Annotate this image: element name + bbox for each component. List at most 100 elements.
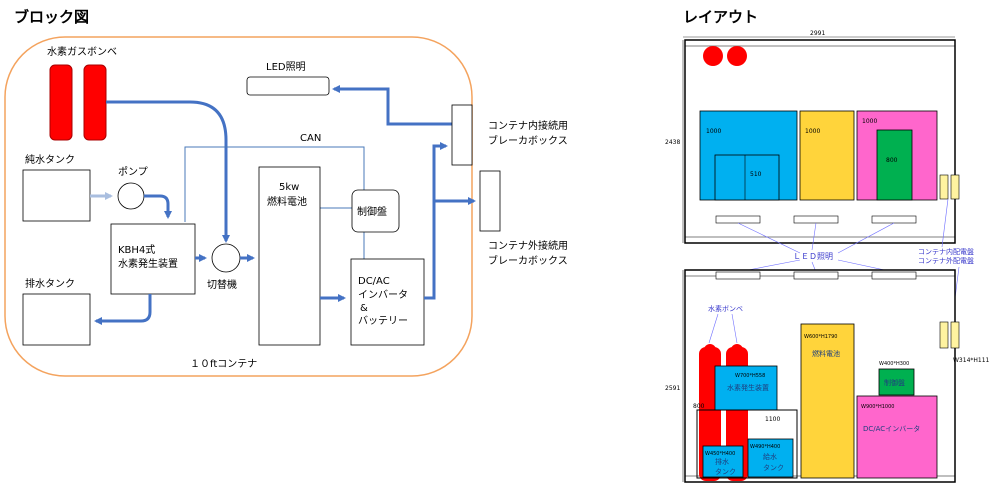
hydrogen-supply-arrow	[106, 100, 230, 243]
outer-breaker-box	[479, 170, 501, 232]
led-arrow	[332, 85, 452, 126]
pure-water-tank-label: 純水タンク	[25, 153, 75, 166]
led-side-2	[793, 271, 839, 280]
breaker-side-2	[950, 321, 960, 349]
water-tank-side-label-2: タンク	[763, 463, 784, 472]
dcac-box	[350, 258, 425, 346]
breaker-dims: W314*H111	[953, 357, 990, 364]
container-label: １０ftコンテナ	[190, 358, 257, 370]
breaker-side-1	[939, 321, 949, 349]
inverter-side-block	[856, 395, 938, 479]
controller-box	[351, 189, 400, 233]
generator-side-block	[714, 365, 778, 411]
dcac-label-3: &	[360, 303, 368, 314]
pure-water-tank-box	[22, 169, 91, 222]
led-callout-label: ＬＥＤ照明	[793, 252, 833, 261]
generator-label-2: 水素発生装置	[118, 257, 178, 270]
drain-tank-dims: W450*H400	[705, 451, 735, 457]
cylinder-callout-lines	[708, 313, 738, 344]
hydrogen-cylinder-label: 水素ガスボンベ	[47, 45, 117, 58]
controller-label: 制御盤	[357, 205, 387, 218]
led-box	[246, 76, 330, 96]
fuelcell-side-label: 燃料電池	[812, 349, 840, 358]
drain-tank-label: 排水タンク	[25, 277, 75, 290]
bottom-height-label: 2591	[665, 385, 680, 392]
inner-breaker-label-2: ブレーカボックス	[488, 134, 568, 147]
controller-side-dims: W400*H300	[879, 361, 909, 367]
cylinder-height-dim: 800	[693, 403, 705, 410]
led-side-1	[715, 271, 761, 280]
drain-tank-box	[22, 293, 91, 346]
dcac-label-4: バッテリー	[358, 315, 408, 327]
controller-side-block	[878, 368, 915, 396]
pump-to-generator-arrow	[144, 194, 172, 219]
drain-tank-side-label-1: 排水	[715, 457, 729, 466]
generator-label-1: KBH4式	[118, 243, 155, 256]
breaker-callout-1: コンテナ内配電盤	[918, 247, 974, 256]
fuelcell-side-block	[800, 323, 855, 479]
generator-top-dim: 1000	[706, 128, 721, 135]
drain-tank-side-label-2: タンク	[715, 467, 736, 476]
generator-inner-block	[714, 154, 780, 201]
breaker-top-1	[939, 174, 949, 200]
water-tank-dims: W490*H400	[750, 444, 780, 450]
led-side-3	[871, 271, 917, 280]
controller-side-label: 制御盤	[884, 378, 905, 387]
drain-tank-side-block	[702, 445, 744, 478]
hydrogen-cylinder-1	[49, 64, 73, 141]
cylinder-side-label: 水素ボンベ	[708, 304, 743, 313]
hydrogen-generator-box	[110, 223, 196, 295]
fuelcell-top-block	[799, 110, 855, 201]
generator-side-dims: W700*H558	[735, 373, 765, 379]
breaker-callout-2: コンテナ外配電盤	[918, 256, 974, 265]
generator-inner-dim: 510	[750, 171, 762, 178]
controller-top-block	[876, 129, 913, 201]
outer-breaker-label-2: ブレーカボックス	[488, 254, 568, 267]
cylinder-top-2	[727, 46, 747, 66]
top-height-label: 2438	[665, 139, 680, 146]
fuelcell-top-dim: 1000	[805, 128, 820, 135]
block-diagram: １０ftコンテナ 水素ガスボンベ LED照明 コンテナ内接続用 ブレーカボックス…	[4, 36, 568, 377]
fuelcell-side-dims: W600*H1790	[804, 334, 837, 340]
fuel-cell-label-1: 5kw	[279, 182, 299, 193]
inverter-side-label: DC/ACインバータ	[863, 424, 920, 433]
water-tank-side-label-1: 給水	[763, 452, 777, 461]
cylinder-side-1-cap	[704, 344, 716, 356]
led-top-3	[871, 215, 917, 224]
can-bus-line	[184, 146, 365, 222]
dcac-to-inner-breaker-arrow	[424, 142, 448, 300]
fuel-cell-label-2: 燃料電池	[267, 195, 307, 208]
pump-circle	[117, 182, 145, 210]
controller-top-dim: 800	[886, 157, 898, 164]
water-tank-side-block	[747, 438, 794, 478]
inverter-top-dim: 1000	[862, 118, 877, 125]
inner-breaker-label-1: コンテナ内接続用	[488, 119, 568, 132]
hydrogen-cylinder-2	[83, 64, 107, 141]
top-width-label: 2991	[810, 30, 825, 37]
led-top-2	[793, 215, 839, 224]
cylinder-side-2-cap	[731, 344, 743, 356]
cylinder-top-1	[703, 46, 723, 66]
dcac-label-1: DC/AC	[358, 276, 390, 287]
fuel-cell-box	[258, 166, 321, 346]
switcher-label: 切替機	[207, 278, 237, 291]
inverter-side-dims: W900*H1000	[861, 404, 894, 410]
generator-to-drain-arrow	[94, 294, 152, 325]
inner-breaker-box	[451, 104, 473, 166]
breaker-top-2	[950, 174, 960, 200]
switcher-circle	[211, 243, 241, 273]
led-label: LED照明	[266, 61, 306, 73]
led-top-1	[715, 215, 761, 224]
layout-diagram: 2991 2438 1000 510 1000 1000 800 ＬＥＤ照明	[665, 30, 990, 483]
shelf-frame	[696, 409, 798, 479]
outer-breaker-label-1: コンテナ外接続用	[488, 239, 568, 252]
block-diagram-title: ブロック図	[14, 8, 90, 26]
layout-title: レイアウト	[683, 8, 759, 26]
can-label: CAN	[300, 133, 321, 144]
shelf-dim: 1100	[765, 416, 780, 423]
pump-label: ポンプ	[118, 166, 148, 178]
dcac-label-2: インバータ	[358, 289, 408, 301]
generator-side-label: 水素発生装置	[727, 383, 769, 392]
container-outline	[4, 36, 473, 377]
